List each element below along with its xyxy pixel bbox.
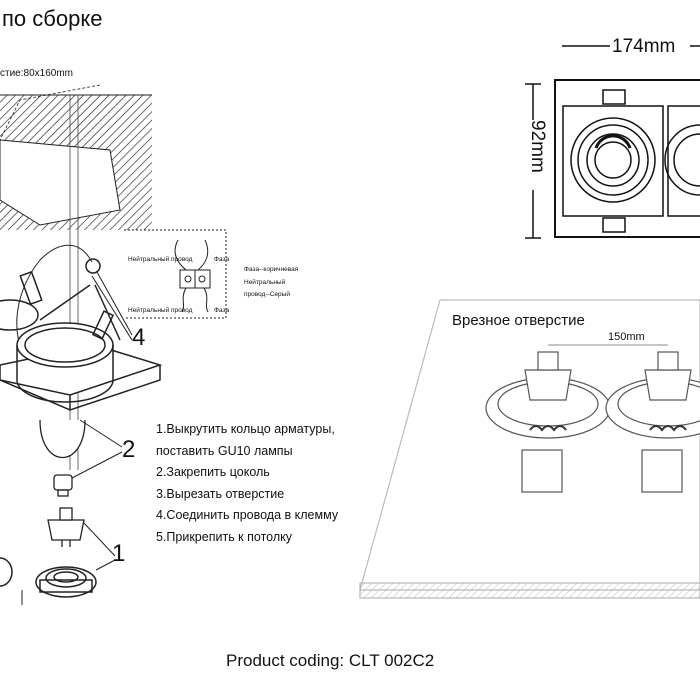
height-dimension: 92mm	[527, 120, 548, 173]
supply-wire	[16, 244, 93, 353]
legend-phase: Фаза--коричневая	[244, 266, 299, 273]
step-line: 4.Соединить провода в клемму	[156, 508, 339, 523]
step-line: поставить GU10 лампы	[156, 443, 293, 458]
terminal-clip	[85, 258, 101, 274]
mounting-ring	[0, 557, 97, 605]
hole-size-label: стие:80x160mm	[0, 68, 73, 79]
legend-neutral-1: Нейтральный	[244, 279, 286, 286]
step-line: 3.Вырезать отверстие	[156, 486, 285, 501]
legend-neutral-2: провод--Серый	[244, 291, 290, 298]
hole-label-leader	[0, 84, 101, 141]
step-line: 2.Закрепить цоколь	[156, 465, 270, 480]
page-title: по сборке	[2, 6, 103, 31]
cutout-view	[359, 299, 700, 599]
callout-step-4: 4	[132, 324, 146, 351]
gu10-lamp	[47, 507, 85, 547]
plan-view	[525, 45, 700, 239]
fixture-frame	[0, 270, 163, 411]
phase-bottom-label: Фаза	[214, 307, 230, 314]
cutout-spacing: 150mm	[608, 331, 645, 343]
wiring-inset	[124, 229, 227, 319]
callout-leaders	[71, 271, 133, 571]
neutral-bottom-label: Нейтральный провод	[128, 307, 193, 314]
callout-step-1: 1	[112, 540, 126, 567]
width-dimension: 174mm	[612, 36, 676, 57]
ceiling-block	[0, 94, 152, 230]
phase-top-label: Фаза	[214, 256, 230, 263]
neutral-top-label: Нейтральный провод	[128, 256, 193, 263]
cutout-title: Врезное отверстие	[452, 312, 585, 329]
lamp-holder	[39, 419, 86, 497]
assembly-steps: 1.Выкрутить кольцо арматуры, поставить G…	[156, 419, 338, 549]
callout-step-2: 2	[122, 436, 136, 463]
product-code: Product coding: CLT 002C2	[226, 651, 435, 670]
step-line: 5.Прикрепить к потолку	[156, 529, 292, 544]
step-line: 1.Выкрутить кольцо арматуры,	[156, 422, 335, 436]
